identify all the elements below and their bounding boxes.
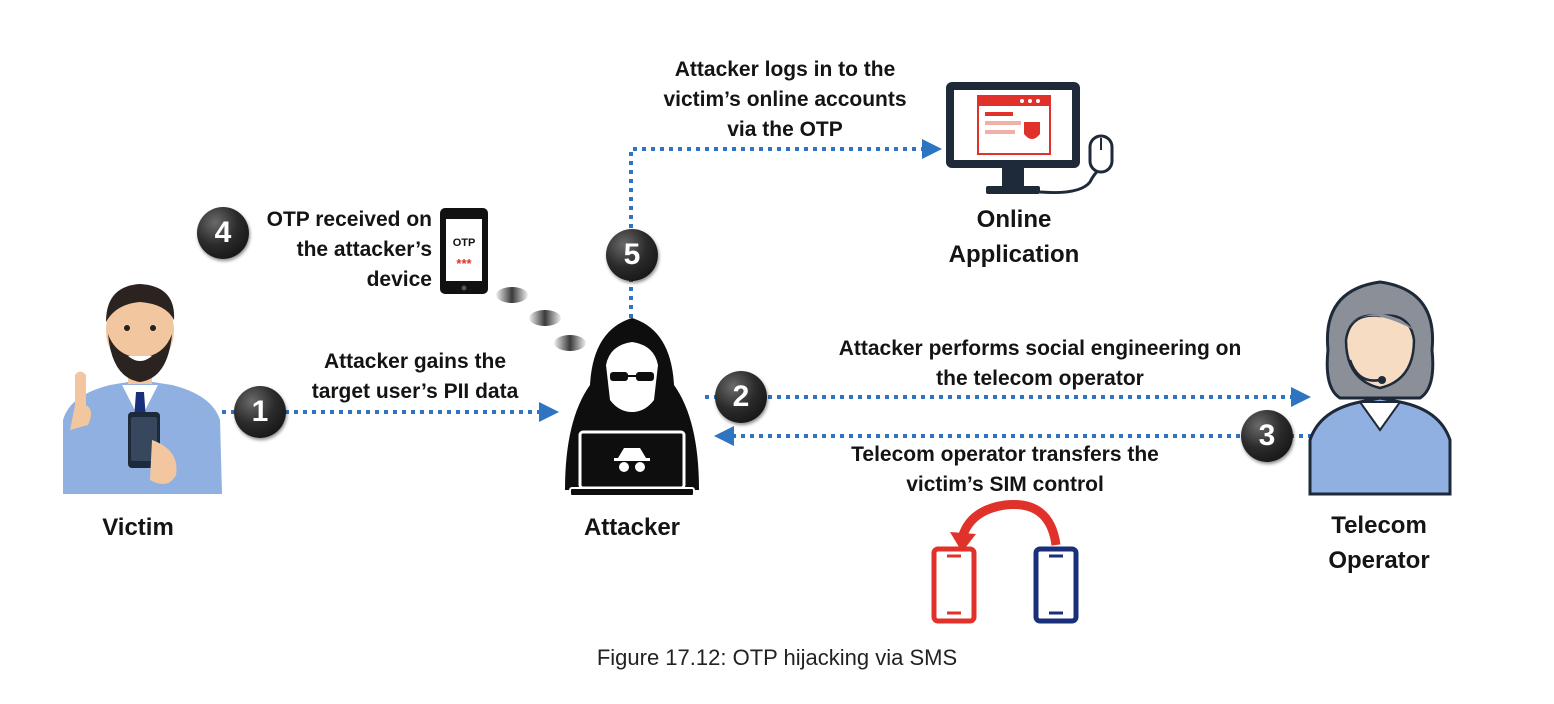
curved-arrow-icon — [950, 500, 1061, 552]
phone-otp-icon: OTP *** — [440, 208, 488, 294]
label-step4-line2: the attacker’s — [296, 238, 432, 261]
phone-otp-text: OTP — [453, 237, 476, 249]
label-step4-line1: OTP received on — [266, 208, 432, 231]
signal-dots — [496, 287, 586, 351]
label-step3-line2: victim’s SIM control — [906, 473, 1104, 496]
label-step1-line2: target user’s PII data — [311, 380, 519, 403]
victim-name: Victim — [102, 514, 174, 541]
step-badge-2: 2 — [715, 371, 767, 423]
monitor-icon — [946, 82, 1080, 194]
step-badge-5: 5 — [606, 229, 658, 281]
label-step3-line1: Telecom operator transfers the — [851, 443, 1159, 466]
call-center-operator-icon — [1308, 280, 1452, 496]
figure-caption: Figure 17.12: OTP hijacking via SMS — [596, 645, 958, 670]
step-badge-1: 1 — [234, 386, 286, 438]
telecom-name-line1: Telecom — [1331, 512, 1427, 539]
phone-otp-mask: *** — [456, 256, 472, 271]
mouse-icon — [1039, 134, 1114, 194]
label-step5-line2: victim’s online accounts — [663, 88, 907, 111]
label-step1-line1: Attacker gains the — [323, 350, 507, 373]
online-app-name-line2: Application — [949, 241, 1080, 268]
attacker-name: Attacker — [584, 514, 680, 541]
label-step3: Telecom operator transfers the victim’s … — [825, 440, 1185, 500]
label-step4: OTP received on the attacker’s device — [250, 205, 432, 295]
label-step2-line2: the telecom operator — [936, 367, 1144, 390]
online-app-name-line1: Online — [977, 206, 1052, 233]
sim-swap-phones-icon — [931, 546, 1079, 624]
label-step4-line3: device — [366, 268, 432, 291]
victim-person-icon — [63, 284, 222, 494]
label-step1: Attacker gains the target user’s PII dat… — [290, 347, 540, 407]
hacker-icon — [565, 318, 699, 497]
label-step5-line3: via the OTP — [727, 118, 843, 141]
step-badge-3: 3 — [1241, 410, 1293, 462]
label-step2-line1: Attacker performs social engineering on — [838, 337, 1242, 360]
arrow-step5 — [629, 139, 942, 318]
label-step5: Attacker logs in to the victim’s online … — [630, 55, 940, 145]
step-badge-4: 4 — [197, 207, 249, 259]
telecom-name-line2: Operator — [1328, 547, 1429, 574]
label-step2: Attacker performs social engineering on … — [810, 334, 1270, 394]
label-step5-line1: Attacker logs in to the — [674, 58, 896, 81]
